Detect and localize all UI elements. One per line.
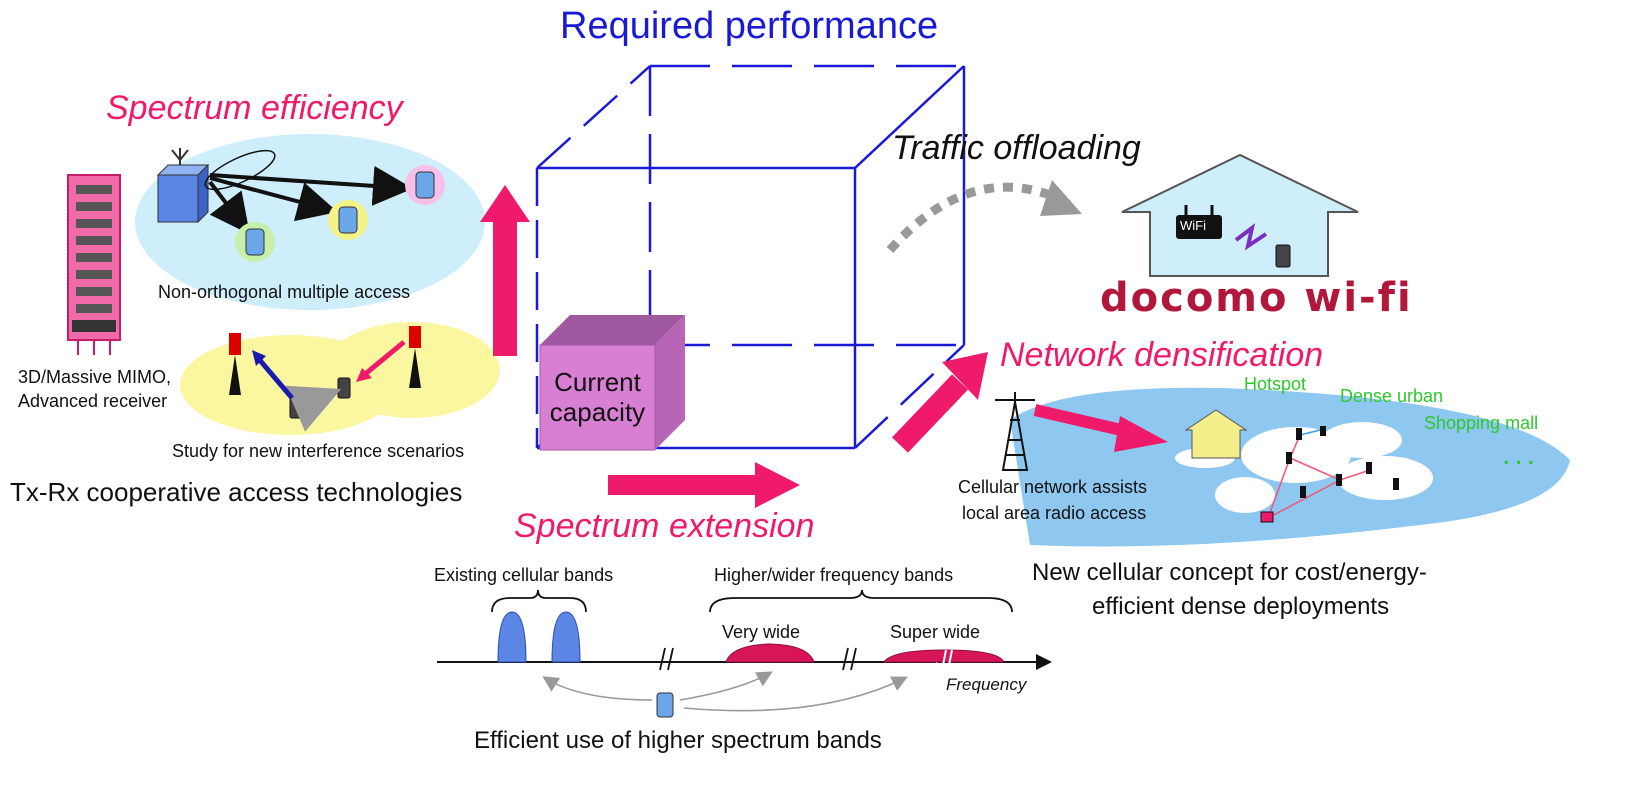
phone-icon bbox=[656, 692, 674, 718]
traffic-offloading-heading: Traffic offloading bbox=[892, 129, 1141, 167]
serving-arrow bbox=[256, 356, 294, 400]
spectrum-efficiency-heading: Spectrum efficiency bbox=[106, 89, 403, 127]
small-cell-nodes bbox=[1286, 426, 1399, 498]
offloading-arc bbox=[886, 180, 1082, 253]
interference-label: Study for new interference scenarios bbox=[172, 441, 465, 461]
frequency-axis-label: Frequency bbox=[946, 675, 1027, 694]
diagram-title: Required performance bbox=[560, 5, 939, 47]
densification-footer-line2: efficient dense deployments bbox=[1092, 593, 1390, 620]
existing-band-1 bbox=[497, 611, 527, 663]
terminal-icon bbox=[289, 397, 303, 419]
assist-label-line2: local area radio access bbox=[962, 503, 1147, 523]
right-arrow bbox=[608, 462, 800, 508]
mimo-label-line2: Advanced receiver bbox=[18, 391, 168, 411]
hotspot-label: Hotspot bbox=[1244, 374, 1307, 394]
interference-pink-arrow bbox=[362, 340, 406, 377]
densification-footer-line1: New cellular concept for cost/energy- bbox=[1032, 559, 1427, 586]
phone-icon bbox=[338, 206, 358, 234]
existing-bands-label: Existing cellular bands bbox=[434, 565, 614, 585]
spectrum-extension-heading: Spectrum extension bbox=[514, 507, 815, 545]
current-capacity-line2: capacity bbox=[549, 397, 646, 427]
tower-icon bbox=[229, 333, 241, 395]
interference-arrow bbox=[285, 385, 342, 432]
antenna-array-icon bbox=[67, 174, 121, 355]
phone-icon bbox=[415, 171, 435, 199]
tower-icon bbox=[409, 326, 421, 388]
higher-bands-label: Higher/wider frequency bands bbox=[714, 565, 954, 585]
assist-label-line1: Cellular network assists bbox=[958, 477, 1148, 497]
noma-arrows bbox=[204, 149, 413, 235]
base-station-icon bbox=[156, 148, 210, 224]
hotspot-house-icon bbox=[1184, 409, 1248, 459]
very-wide-band bbox=[725, 643, 815, 663]
macro-node-icon bbox=[1260, 511, 1274, 523]
shopping-mall-label: Shopping mall bbox=[1424, 413, 1539, 433]
docomo-wifi-logo: docomo wi-fi bbox=[1100, 275, 1413, 321]
spectrum-arrows bbox=[542, 671, 908, 712]
network-densification-heading: Network densification bbox=[1000, 336, 1324, 374]
spectrum-extension-footer: Efficient use of higher spectrum bands bbox=[474, 727, 882, 754]
existing-bands-brace bbox=[491, 589, 587, 613]
tx-rx-cooperative-label: Tx-Rx cooperative access technologies bbox=[10, 477, 463, 507]
current-capacity-cube bbox=[539, 315, 685, 451]
current-capacity-line1: Current bbox=[554, 367, 641, 397]
super-wide-label: Super wide bbox=[890, 622, 981, 642]
very-wide-label: Very wide bbox=[722, 622, 801, 642]
house-icon bbox=[1121, 153, 1359, 277]
more-ellipsis: ... bbox=[1502, 438, 1540, 471]
phone-icon bbox=[245, 228, 265, 256]
existing-band-2 bbox=[551, 611, 581, 663]
higher-bands-brace bbox=[709, 589, 1013, 613]
mimo-label-line1: 3D/Massive MIMO, bbox=[18, 367, 172, 387]
terminal-icon bbox=[337, 377, 351, 399]
diagonal-arrow bbox=[892, 352, 988, 453]
wifi-badge: WiFi bbox=[1180, 218, 1206, 233]
assist-arrow bbox=[1033, 404, 1168, 452]
up-arrow bbox=[480, 185, 530, 356]
dense-urban-label: Dense urban bbox=[1340, 386, 1444, 406]
noma-label: Non-orthogonal multiple access bbox=[158, 282, 411, 302]
densification-area bbox=[1010, 387, 1570, 547]
cellular-tower-icon bbox=[995, 392, 1035, 471]
